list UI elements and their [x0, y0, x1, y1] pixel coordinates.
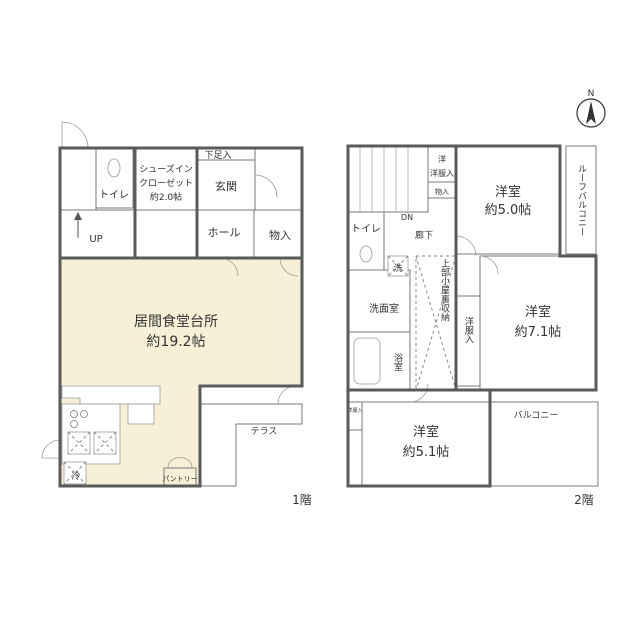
washer-label: 洗 — [393, 262, 402, 274]
floor-1-label: 1階 — [292, 492, 312, 507]
closet-label-1: シューズイン — [139, 163, 193, 175]
pantry-label: パントリー — [162, 475, 197, 483]
dn-label: DN — [401, 213, 413, 222]
closet-c — [347, 401, 363, 431]
floor-2: DN 洋 洋服入 物入 洋室 約5.0帖 ルーフバルコニー 廊下 トイレ 洗 洗… — [346, 144, 599, 507]
hall-label: ホール — [208, 226, 241, 239]
bathtub-icon — [353, 337, 381, 385]
terrace — [199, 403, 303, 487]
ldk-label: 居間食堂台所 — [134, 313, 218, 330]
door-swing — [254, 174, 278, 198]
storage-small-label: 物入 — [435, 187, 449, 196]
corridor-label: 廊下 — [415, 229, 433, 241]
north-arrow-icon: N — [576, 89, 606, 128]
ldk-size: 約19.2帖 — [146, 334, 205, 350]
washroom — [347, 269, 411, 333]
closet-a-label-1: 洋 — [438, 154, 446, 164]
balcony-label: バルコニー — [514, 410, 559, 421]
door-swing — [479, 255, 499, 275]
toilet-bowl-icon — [107, 158, 121, 178]
attic-label: 上部小屋裏収納 — [439, 258, 450, 322]
closet-label-2: クローゼット — [139, 177, 193, 189]
washroom-label: 洗面室 — [369, 302, 399, 315]
toilet-bowl-icon — [359, 245, 373, 263]
room-b-label: 洋室 — [525, 304, 551, 320]
room-a-label: 洋室 — [495, 184, 521, 200]
up-label: UP — [89, 234, 102, 245]
door-swing — [277, 385, 297, 405]
room-c-size: 約5.1帖 — [403, 445, 450, 460]
room-b — [479, 255, 597, 391]
storage-label: 物入 — [269, 228, 291, 242]
floor-1: トイレ シューズイン クローゼット 約2.0帖 下足入 玄関 ホール 物入 UP… — [41, 121, 312, 507]
equipment-niche — [59, 147, 97, 211]
toilet-label: トイレ — [99, 190, 129, 201]
closet-a-label-2: 洋服入 — [430, 168, 454, 178]
room-a-size: 約5.0帖 — [485, 203, 532, 218]
shoe-storage-label: 下足入 — [204, 150, 231, 161]
closet-c-label: 洋服入 — [347, 407, 362, 414]
sink-icon — [127, 403, 155, 425]
room-c-label: 洋室 — [413, 424, 439, 440]
door-swing — [455, 235, 477, 257]
closet-b-label: 洋服入 — [463, 315, 474, 343]
ldk — [60, 258, 302, 386]
roof-balcony — [565, 145, 597, 255]
door-swing — [41, 439, 61, 459]
door-swing — [279, 257, 299, 277]
entrance-label: 玄関 — [215, 179, 237, 193]
stove-icon — [70, 410, 78, 418]
room-c — [361, 401, 491, 487]
terrace-label: テラス — [251, 426, 278, 437]
roof-balcony-label: ルーフバルコニー — [576, 164, 587, 236]
fridge-label: 冷 — [71, 470, 80, 482]
floor-2-walls — [346, 144, 598, 488]
floor-2-label: 2階 — [574, 492, 594, 507]
north-label: N — [588, 89, 595, 99]
floor-1-walls — [58, 146, 304, 488]
room-a — [455, 145, 561, 255]
door-swing — [409, 383, 429, 403]
door-swing — [167, 457, 193, 469]
door-swing — [61, 121, 89, 149]
closet-size: 約2.0帖 — [150, 191, 182, 203]
room-b-size: 約7.1帖 — [515, 325, 562, 340]
toilet-label: トイレ — [351, 224, 381, 235]
bath-label: 浴室 — [392, 353, 403, 371]
